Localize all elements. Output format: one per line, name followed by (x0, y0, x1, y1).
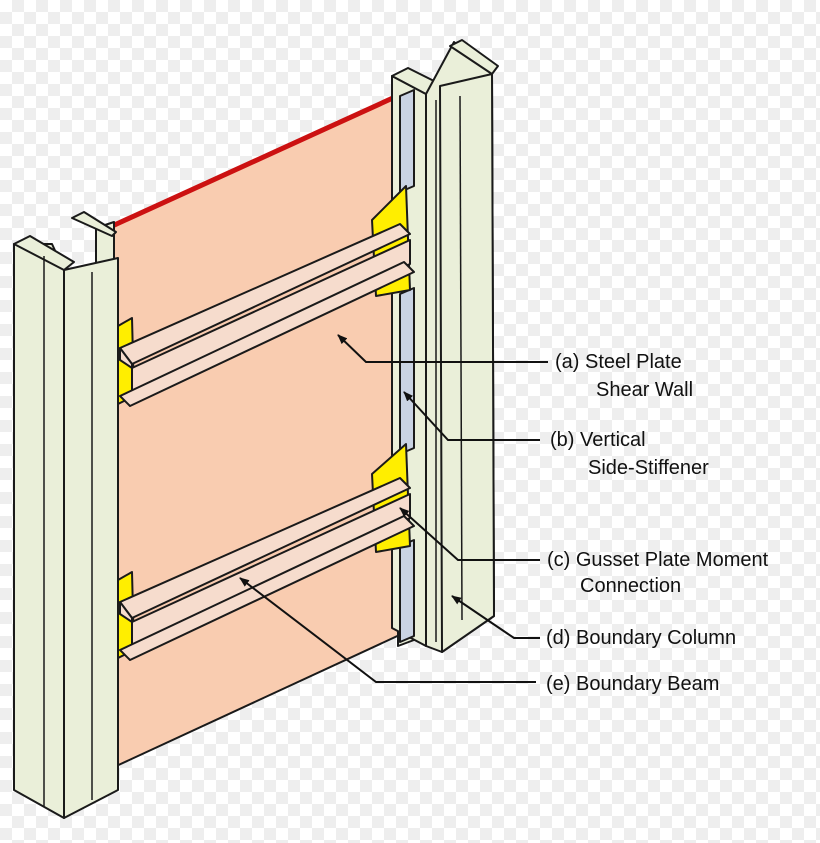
upper-beam-web (131, 239, 411, 393)
leader-steel-plate (337, 334, 548, 363)
vertical-stiffener-upper (399, 89, 415, 193)
label-gusset-plate-line2: Connection (580, 575, 681, 597)
left-column-top (13, 235, 75, 271)
label-boundary-column: (d) Boundary Column (546, 627, 736, 649)
label-vertical-stiffener-line1: (b) Vertical (550, 429, 646, 451)
left-column-flange-back (71, 211, 117, 237)
label-vertical-stiffener-line2: Side-Stiffener (588, 457, 709, 479)
upper-beam-bottom-flange (119, 261, 415, 407)
vertical-stiffener-lower (399, 539, 415, 643)
left-column-flange-side (63, 257, 119, 819)
label-steel-plate-line1: (a) Steel Plate (555, 351, 682, 373)
steel-plate-panel (111, 91, 407, 769)
label-boundary-beam: (e) Boundary Beam (546, 673, 719, 695)
left-column-flange-front (13, 243, 65, 819)
leader-boundary-beam (239, 577, 536, 683)
leader-boundary-column (451, 595, 540, 639)
label-gusset-plate-line1: (c) Gusset Plate Moment (547, 549, 769, 571)
vertical-stiffener-middle (399, 287, 415, 455)
lower-beam-bottom-flange (119, 515, 415, 661)
plate-top-edge (108, 89, 408, 230)
right-column-flange-top (449, 39, 499, 75)
leader-vertical-stiffener (403, 391, 540, 441)
label-steel-plate-line2: Shear Wall (596, 379, 693, 401)
leader-gusset-plate (399, 507, 540, 561)
